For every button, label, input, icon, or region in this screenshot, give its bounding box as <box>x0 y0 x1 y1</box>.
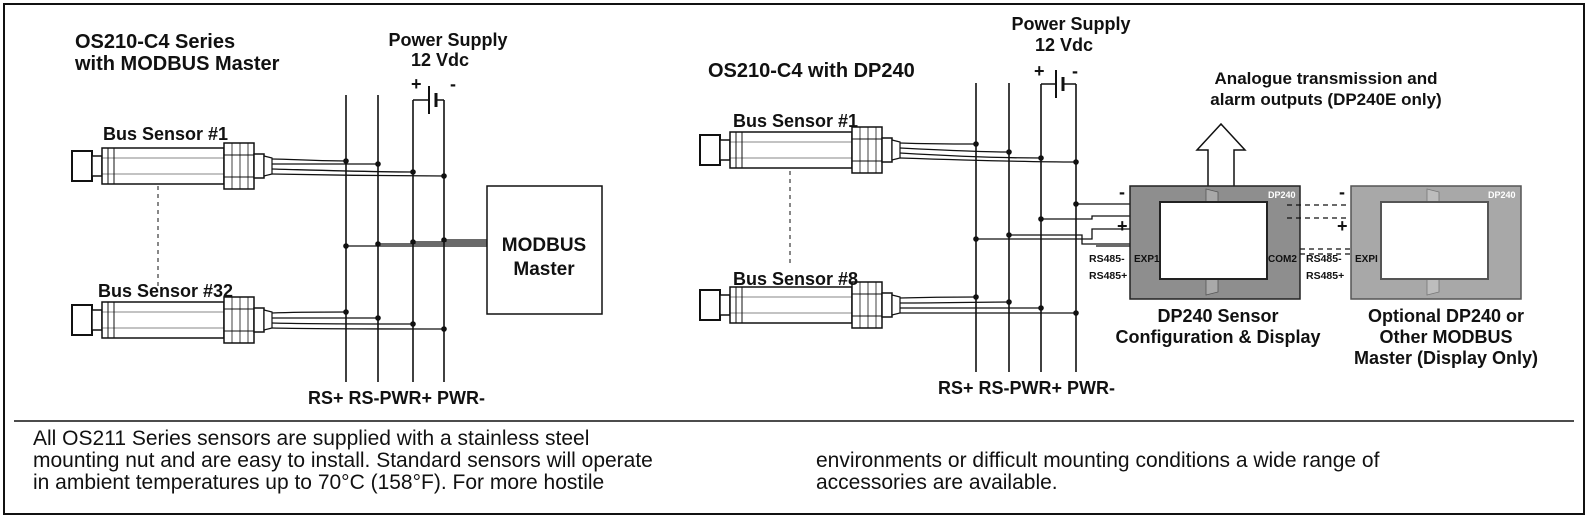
left-sensor-32-label: Bus Sensor #32 <box>98 281 233 301</box>
left-bus-lines <box>345 95 445 382</box>
analogue-outputs-line2: alarm outputs (DP240E only) <box>1210 90 1441 109</box>
right-battery-minus: - <box>1072 61 1078 81</box>
right-power-supply-label: Power Supply <box>1011 14 1130 34</box>
optional-term-plus: + <box>1337 216 1348 236</box>
left-diagram: OS210-C4 Series with MODBUS Master Power… <box>71 30 603 408</box>
modbus-master-label-line1: MODBUS <box>502 235 586 256</box>
analogue-output-arrow-icon <box>1195 122 1247 190</box>
right-sensor-1-label: Bus Sensor #1 <box>733 111 858 131</box>
optional-term-minus: - <box>1339 182 1345 202</box>
dp240-port-com2: COM2 <box>1268 254 1297 265</box>
right-battery-icon <box>1041 70 1076 98</box>
left-bus-sensor-32-icon <box>71 296 273 344</box>
optional-port-expi: EXPI <box>1355 254 1378 265</box>
outer-border <box>3 3 1585 515</box>
left-master-cable <box>346 239 487 247</box>
optional-rs485-plus: RS485+ <box>1306 270 1344 282</box>
dp240-caption-line2: Configuration & Display <box>1115 327 1320 347</box>
optional-badge: DP240 <box>1488 190 1516 200</box>
dp240-device: DP240 EXP1 COM2 <box>1129 185 1301 300</box>
left-title-line1: OS210-C4 Series <box>75 31 235 53</box>
left-sensor-1-label: Bus Sensor #1 <box>103 124 228 144</box>
modbus-master-label-line2: Master <box>513 259 575 280</box>
left-battery-minus: - <box>450 74 456 94</box>
left-battery-icon <box>413 86 444 114</box>
left-bus-terminal-labels: RS+ RS-PWR+ PWR- <box>308 388 485 408</box>
optional-dp240-device: DP240 EXPI <box>1350 185 1522 300</box>
right-bus-terminal-labels: RS+ RS-PWR+ PWR- <box>938 378 1115 398</box>
optional-caption-line2: Other MODBUS <box>1379 327 1512 347</box>
left-voltage-label: 12 Vdc <box>411 50 469 70</box>
right-sensor-1-cable <box>899 142 1077 163</box>
right-diagram: OS210-C4 with DP240 Power Supply 12 Vdc … <box>699 14 1538 398</box>
dp240-term-plus: + <box>1117 216 1128 236</box>
left-power-supply-label: Power Supply <box>388 30 507 50</box>
left-sensor-1-cable <box>271 158 445 177</box>
right-voltage-label: 12 Vdc <box>1035 35 1093 55</box>
right-bus-sensor-1-icon <box>699 126 901 174</box>
right-sensor-8-cable <box>899 296 1076 314</box>
optional-caption-line3: Master (Display Only) <box>1354 348 1538 368</box>
dp240-port-exp1: EXP1 <box>1134 254 1160 265</box>
left-bus-sensor-1-icon <box>71 142 273 190</box>
footer-text-left: All OS211 Series sensors are supplied wi… <box>33 427 653 494</box>
left-title-line2: with MODBUS Master <box>74 53 280 75</box>
right-bus-lines <box>975 83 1077 372</box>
right-junction-dots <box>973 141 1079 316</box>
optional-rs485-minus: RS485- <box>1306 253 1342 265</box>
dp240-caption-line1: DP240 Sensor <box>1157 306 1278 326</box>
dp240-wiring <box>976 203 1130 247</box>
right-sensor-8-label: Bus Sensor #8 <box>733 269 858 289</box>
footer-text-right: environments or difficult mounting condi… <box>816 449 1380 494</box>
optional-caption-line1: Optional DP240 or <box>1368 306 1524 326</box>
dp240-rs485-plus: RS485+ <box>1089 270 1127 282</box>
left-sensor-32-cable <box>271 311 445 330</box>
left-battery-plus: + <box>411 74 422 94</box>
modbus-master-box <box>486 185 603 315</box>
dp240-badge: DP240 <box>1268 190 1296 200</box>
dp240-rs485-minus: RS485- <box>1089 253 1125 265</box>
dp240-term-minus: - <box>1119 182 1125 202</box>
right-title: OS210-C4 with DP240 <box>708 60 915 82</box>
left-junction-dots <box>343 158 447 332</box>
analogue-outputs-line1: Analogue transmission and <box>1215 69 1438 88</box>
right-battery-plus: + <box>1034 61 1045 81</box>
optional-link-dashes <box>1287 204 1350 255</box>
